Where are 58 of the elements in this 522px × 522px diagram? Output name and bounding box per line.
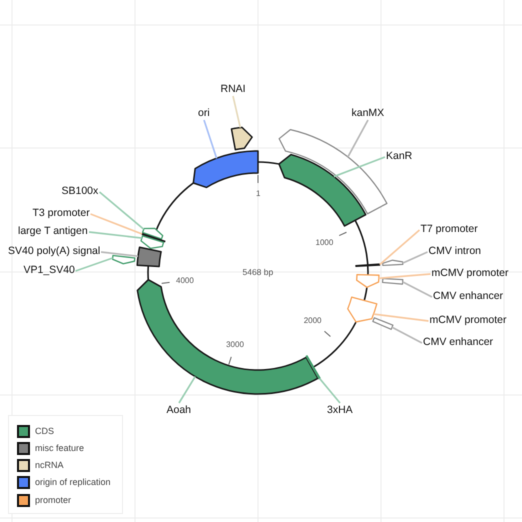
leader-line (373, 313, 429, 322)
feature-label: mCMV promoter (432, 267, 509, 279)
feature-arc (230, 126, 253, 150)
feature-arc (112, 254, 136, 264)
feature-label: CMV intron (428, 245, 482, 257)
feature-label: mCMV promoter (430, 314, 507, 326)
feature-label: T3 promoter (32, 207, 90, 219)
position-label: 3000 (226, 340, 244, 349)
leader-line (378, 273, 431, 280)
feature-arc (192, 150, 259, 188)
feature-label: ori (198, 107, 210, 119)
legend-label: CDS (35, 426, 54, 436)
leader-line (334, 156, 386, 178)
position-label: 2000 (304, 316, 322, 326)
feature-label: Aoah (166, 404, 192, 416)
leader-line (347, 120, 369, 158)
leader-line (178, 376, 196, 404)
position-label: 1 (256, 189, 260, 198)
feature-bar (372, 317, 394, 330)
feature-arc (140, 235, 164, 250)
feature-block (136, 246, 162, 268)
leader-line (232, 96, 242, 128)
feature-arc (347, 296, 378, 323)
feature-arc (278, 129, 388, 214)
feature-arc (142, 228, 164, 240)
feature-label: large T antigen (18, 225, 88, 237)
feature-label: KanR (386, 150, 412, 162)
feature-label: kanMX (352, 107, 384, 119)
feature-label: CMV enhancer (433, 290, 504, 302)
feature-bar (355, 263, 380, 268)
feature-label: RNAI (220, 83, 246, 95)
feature-label: SV40 poly(A) signal (8, 245, 100, 257)
leader-line (88, 231, 142, 239)
feature-label: SB100x (62, 185, 98, 197)
leader-line (318, 378, 341, 404)
leader-line (98, 191, 144, 230)
feature-label: VP1_SV40 (24, 264, 75, 276)
position-label: 4000 (176, 276, 194, 286)
leader-line (75, 257, 113, 272)
legend-label: origin of replication (35, 477, 111, 488)
feature-bar (306, 355, 321, 380)
leader-line (203, 120, 218, 159)
position-label: 1000 (316, 238, 334, 247)
legend-label: misc feature (35, 442, 84, 454)
leader-line (402, 251, 428, 264)
leader-line (100, 251, 138, 258)
legend-label: ncRNA (35, 460, 64, 472)
leader-line (402, 281, 432, 298)
legend-label: promoter (35, 494, 72, 506)
feature-bar (382, 278, 404, 285)
feature-arc (278, 154, 366, 227)
feature-arc (382, 260, 404, 266)
leader-line (90, 213, 142, 235)
feature-label: 3xHA (327, 404, 353, 416)
feature-label: CMV enhancer (423, 336, 494, 348)
leader-line (392, 326, 422, 344)
feature-label: T7 promoter (420, 223, 478, 235)
leader-line (379, 229, 420, 266)
